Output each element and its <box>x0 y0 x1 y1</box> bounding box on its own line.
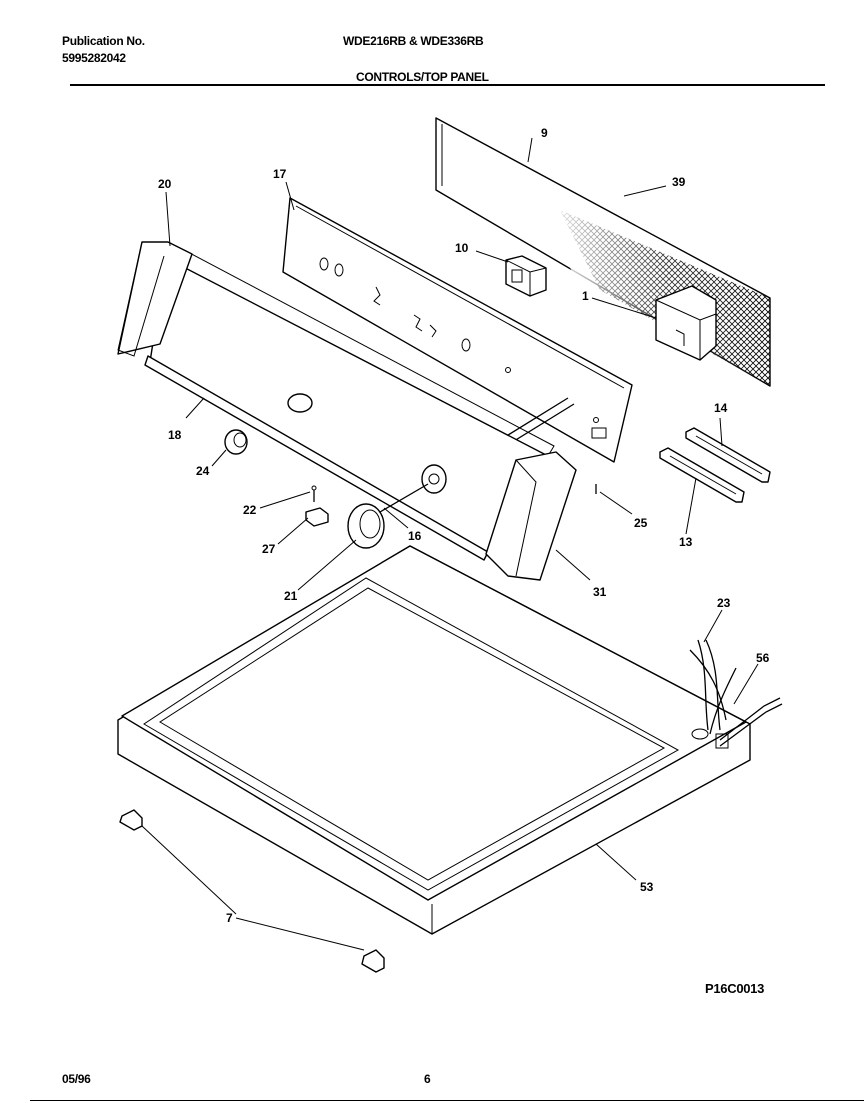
callout-labels: 9 39 10 1 17 20 18 24 22 27 21 16 25 13 … <box>158 126 770 925</box>
callout-20: 20 <box>158 177 172 191</box>
callout-25: 25 <box>634 516 648 530</box>
part-24-knob <box>224 429 248 455</box>
callout-31: 31 <box>593 585 607 599</box>
part-27-clip <box>305 507 329 527</box>
callout-9: 9 <box>541 126 548 140</box>
part-17-control-bracket <box>282 197 633 463</box>
callout-10: 10 <box>455 241 469 255</box>
rod <box>499 397 575 447</box>
publication-number: 5995282042 <box>62 51 126 65</box>
footer-rule <box>30 1100 864 1101</box>
part-13-rail <box>659 447 745 503</box>
part-23-wire-harness <box>689 639 737 740</box>
callout-17: 17 <box>273 167 287 181</box>
part-10-timer <box>505 255 547 297</box>
page-number: 6 <box>424 1072 431 1086</box>
callout-14: 14 <box>714 401 728 415</box>
part-1-switch <box>655 285 717 361</box>
part-18-console <box>144 249 555 561</box>
callout-39: 39 <box>672 175 686 189</box>
callout-16: 16 <box>408 529 422 543</box>
section-title: CONTROLS/TOP PANEL <box>356 70 489 84</box>
part-7-foot-lower <box>361 949 385 973</box>
callout-7: 7 <box>226 911 233 925</box>
callout-13: 13 <box>679 535 693 549</box>
callout-24: 24 <box>196 464 210 478</box>
callout-21: 21 <box>284 589 298 603</box>
part-31-end-cap-right <box>485 451 577 581</box>
figure-code: P16C0013 <box>705 981 765 996</box>
part-22-screw <box>311 485 317 502</box>
callout-23: 23 <box>717 596 731 610</box>
callout-22: 22 <box>243 503 257 517</box>
callout-27: 27 <box>262 542 276 556</box>
part-53-top-panel <box>117 545 751 935</box>
header-rule <box>70 84 825 86</box>
callout-53: 53 <box>640 880 654 894</box>
callout-18: 18 <box>168 428 182 442</box>
part-7-foot-upper <box>119 809 143 831</box>
part-56-power-cord <box>715 697 783 749</box>
callout-56: 56 <box>756 651 770 665</box>
publication-label: Publication No. <box>62 34 145 48</box>
part-14-rail <box>685 427 771 483</box>
footer-date: 05/96 <box>62 1072 91 1086</box>
callout-1: 1 <box>582 289 589 303</box>
part-20-end-cap-left <box>117 241 193 357</box>
part-21-selector-knob <box>347 483 429 549</box>
model-numbers: WDE216RB & WDE336RB <box>343 34 484 48</box>
leader-lines <box>141 137 759 951</box>
